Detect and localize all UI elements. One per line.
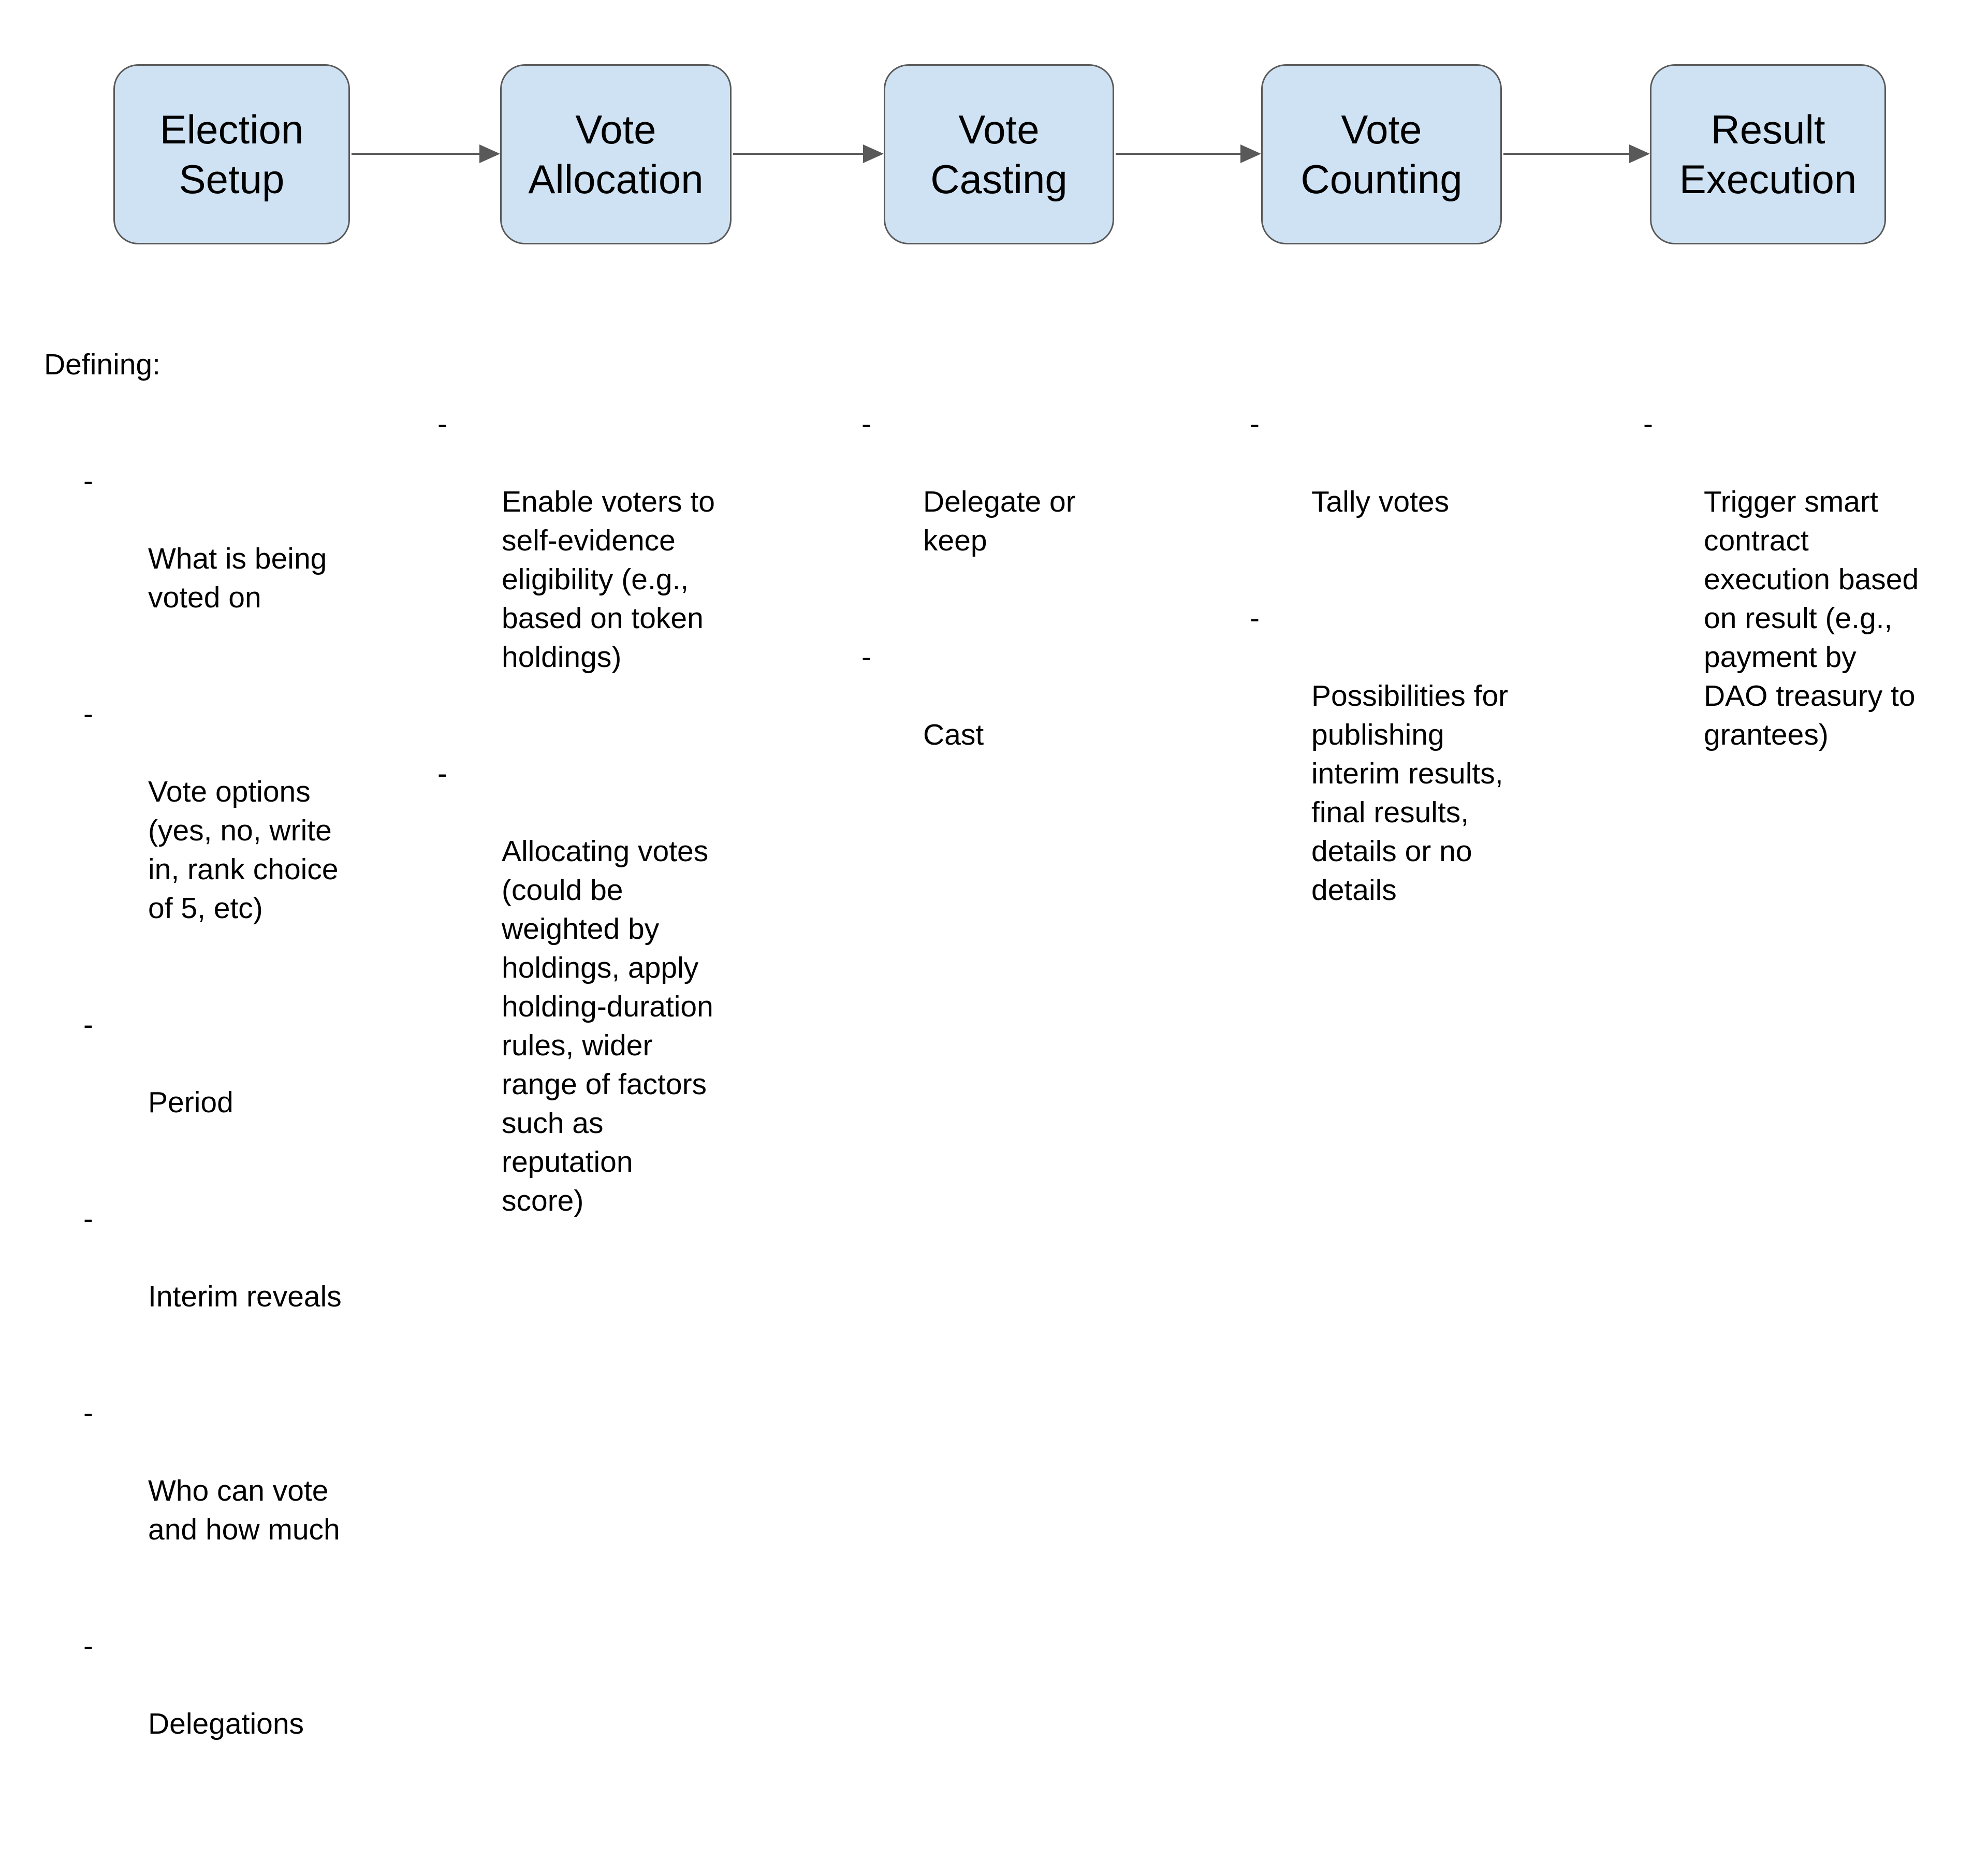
arrow-head (1629, 144, 1650, 163)
bullet-list: - Enable voters to self-evidence eligibi… (437, 366, 790, 1298)
bullet-dash: - (1643, 408, 1653, 441)
list-item: - Delegate or keep (861, 405, 1193, 599)
bullet-text: Vote options (yes, no, write in, rank ch… (148, 775, 339, 925)
arrow-line (352, 153, 483, 155)
list-item: - Who can vote and how much (44, 1394, 386, 1588)
bullet-text: Cast (923, 718, 984, 751)
stage-label: Result Execution (1679, 107, 1857, 202)
bullet-dash: - (83, 1008, 93, 1041)
bullet-text: Tally votes (1311, 485, 1450, 518)
flow-diagram: Election Setup Vote Allocation Vote Cast… (44, 64, 1985, 1740)
list-item: - Enable voters to self-evidence eligibi… (437, 405, 790, 716)
bullet-dash: - (1250, 408, 1260, 441)
bullet-text: Trigger smart contract execution based o… (1704, 485, 1919, 751)
stage-label: Vote Counting (1300, 107, 1463, 202)
bullet-text: Who can vote and how much (148, 1474, 340, 1546)
list-item: - Allocating votes (could be weighted by… (437, 754, 790, 1259)
bullet-list: - What is being voted on - Vote options … (44, 423, 386, 1821)
flow-arrow-1 (352, 144, 500, 163)
bullet-dash: - (437, 757, 447, 790)
list-item: - What is being voted on (44, 462, 386, 656)
bullet-dash: - (83, 1397, 93, 1430)
notes-heading: Defining: (44, 348, 160, 381)
notes-vote-counting: - Tally votes - Possibilities for publis… (1250, 327, 1581, 1026)
list-item: - Vote options (yes, no, write in, rank … (44, 695, 386, 967)
arrow-head (479, 144, 500, 163)
stage-box-election-setup: Election Setup (113, 64, 350, 244)
bullet-text: What is being voted on (148, 542, 327, 614)
list-item: - Delegations (44, 1627, 386, 1782)
arrow-head (1240, 144, 1261, 163)
bullet-dash: - (1250, 602, 1260, 635)
bullet-list: - Delegate or keep - Cast (861, 366, 1193, 832)
list-item: - Tally votes (1250, 405, 1581, 560)
bullet-dash: - (861, 641, 871, 674)
bullet-text: Enable voters to self-evidence eligibili… (502, 485, 715, 674)
bullet-text: Delegate or keep (923, 485, 1076, 557)
stage-label: Election Setup (159, 107, 304, 202)
arrow-head (863, 144, 884, 163)
stage-box-vote-casting: Vote Casting (884, 64, 1114, 244)
bullet-list: - Trigger smart contract execution based… (1643, 366, 1985, 832)
bullet-dash: - (83, 698, 93, 731)
list-item: - Interim reveals (44, 1200, 386, 1355)
bullet-text: Period (148, 1086, 233, 1119)
stage-box-vote-allocation: Vote Allocation (500, 64, 732, 244)
flow-arrow-2 (733, 144, 884, 163)
stage-label: Vote Casting (930, 107, 1068, 202)
flow-arrow-3 (1116, 144, 1261, 163)
bullet-text: Interim reveals (148, 1280, 342, 1313)
bullet-dash: - (83, 1630, 93, 1663)
bullet-dash: - (83, 1202, 93, 1236)
notes-election-setup: Defining: - What is being voted on - Vot… (44, 307, 386, 1860)
list-item: - Possibilities for publishing interim r… (1250, 599, 1581, 949)
bullet-text: Possibilities for publishing interim res… (1311, 679, 1509, 907)
notes-result-execution: - Trigger smart contract execution based… (1643, 327, 1985, 871)
list-item: - Trigger smart contract execution based… (1643, 405, 1985, 793)
stage-label: Vote Allocation (528, 107, 704, 202)
arrow-line (1503, 153, 1632, 155)
stage-box-result-execution: Result Execution (1650, 64, 1886, 244)
bullet-dash: - (437, 408, 447, 441)
bullet-dash: - (83, 464, 93, 498)
arrow-line (733, 153, 866, 155)
stage-box-vote-counting: Vote Counting (1261, 64, 1502, 244)
list-item: - Cast (861, 638, 1193, 793)
notes-vote-casting: - Delegate or keep - Cast (861, 327, 1193, 871)
notes-vote-allocation: - Enable voters to self-evidence eligibi… (437, 327, 790, 1337)
arrow-line (1116, 153, 1244, 155)
bullet-text: Allocating votes (could be weighted by h… (502, 835, 713, 1217)
bullet-list: - Tally votes - Possibilities for publis… (1250, 366, 1581, 987)
list-item: - Period (44, 1006, 386, 1161)
flow-arrow-4 (1503, 144, 1650, 163)
bullet-dash: - (861, 408, 871, 441)
bullet-text: Delegations (148, 1707, 304, 1740)
